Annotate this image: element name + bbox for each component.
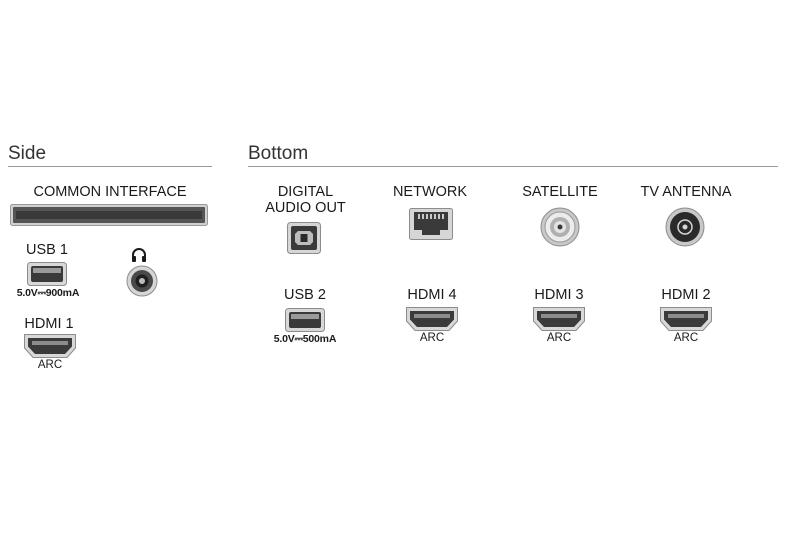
tv-antenna-port-icon — [665, 207, 705, 247]
tv-antenna-label: TV ANTENNA — [640, 184, 732, 200]
usb2-port-icon — [285, 308, 325, 332]
satellite-label: SATELLITE — [522, 184, 598, 200]
usb1-label: USB 1 — [26, 242, 68, 258]
bottom-divider — [248, 166, 778, 167]
hdmi4-label: HDMI 4 — [407, 287, 457, 303]
optical-port-icon — [287, 222, 321, 254]
hdmi2-port-icon — [660, 307, 712, 331]
hdmi1-arc-label: ARC — [37, 359, 63, 371]
usb1-rating: 5.0V⎓900mA — [16, 287, 80, 299]
hdmi4-arc-label: ARC — [419, 332, 445, 344]
side-section-title: Side — [8, 143, 47, 164]
side-divider — [8, 166, 212, 167]
network-label: NETWORK — [392, 184, 468, 200]
hdmi3-port-icon — [533, 307, 585, 331]
headphone-jack-icon — [126, 265, 158, 297]
usb2-label: USB 2 — [284, 287, 326, 303]
hdmi1-label: HDMI 1 — [24, 316, 74, 332]
headphones-icon — [131, 247, 147, 263]
hdmi2-arc-label: ARC — [673, 332, 699, 344]
usb1-port-icon — [27, 262, 67, 286]
common-interface-label: COMMON INTERFACE — [33, 184, 187, 200]
hdmi2-label: HDMI 2 — [661, 287, 711, 303]
hdmi3-label: HDMI 3 — [534, 287, 584, 303]
hdmi3-arc-label: ARC — [546, 332, 572, 344]
hdmi4-port-icon — [406, 307, 458, 331]
hdmi1-port-icon — [24, 334, 76, 358]
usb2-rating: 5.0V⎓500mA — [273, 333, 337, 345]
common-interface-slot-icon — [10, 204, 208, 226]
ethernet-port-icon — [409, 208, 453, 240]
digital-audio-out-label: DIGITAL AUDIO OUT — [265, 184, 346, 216]
bottom-section-title: Bottom — [248, 143, 309, 164]
satellite-port-icon — [540, 207, 580, 247]
